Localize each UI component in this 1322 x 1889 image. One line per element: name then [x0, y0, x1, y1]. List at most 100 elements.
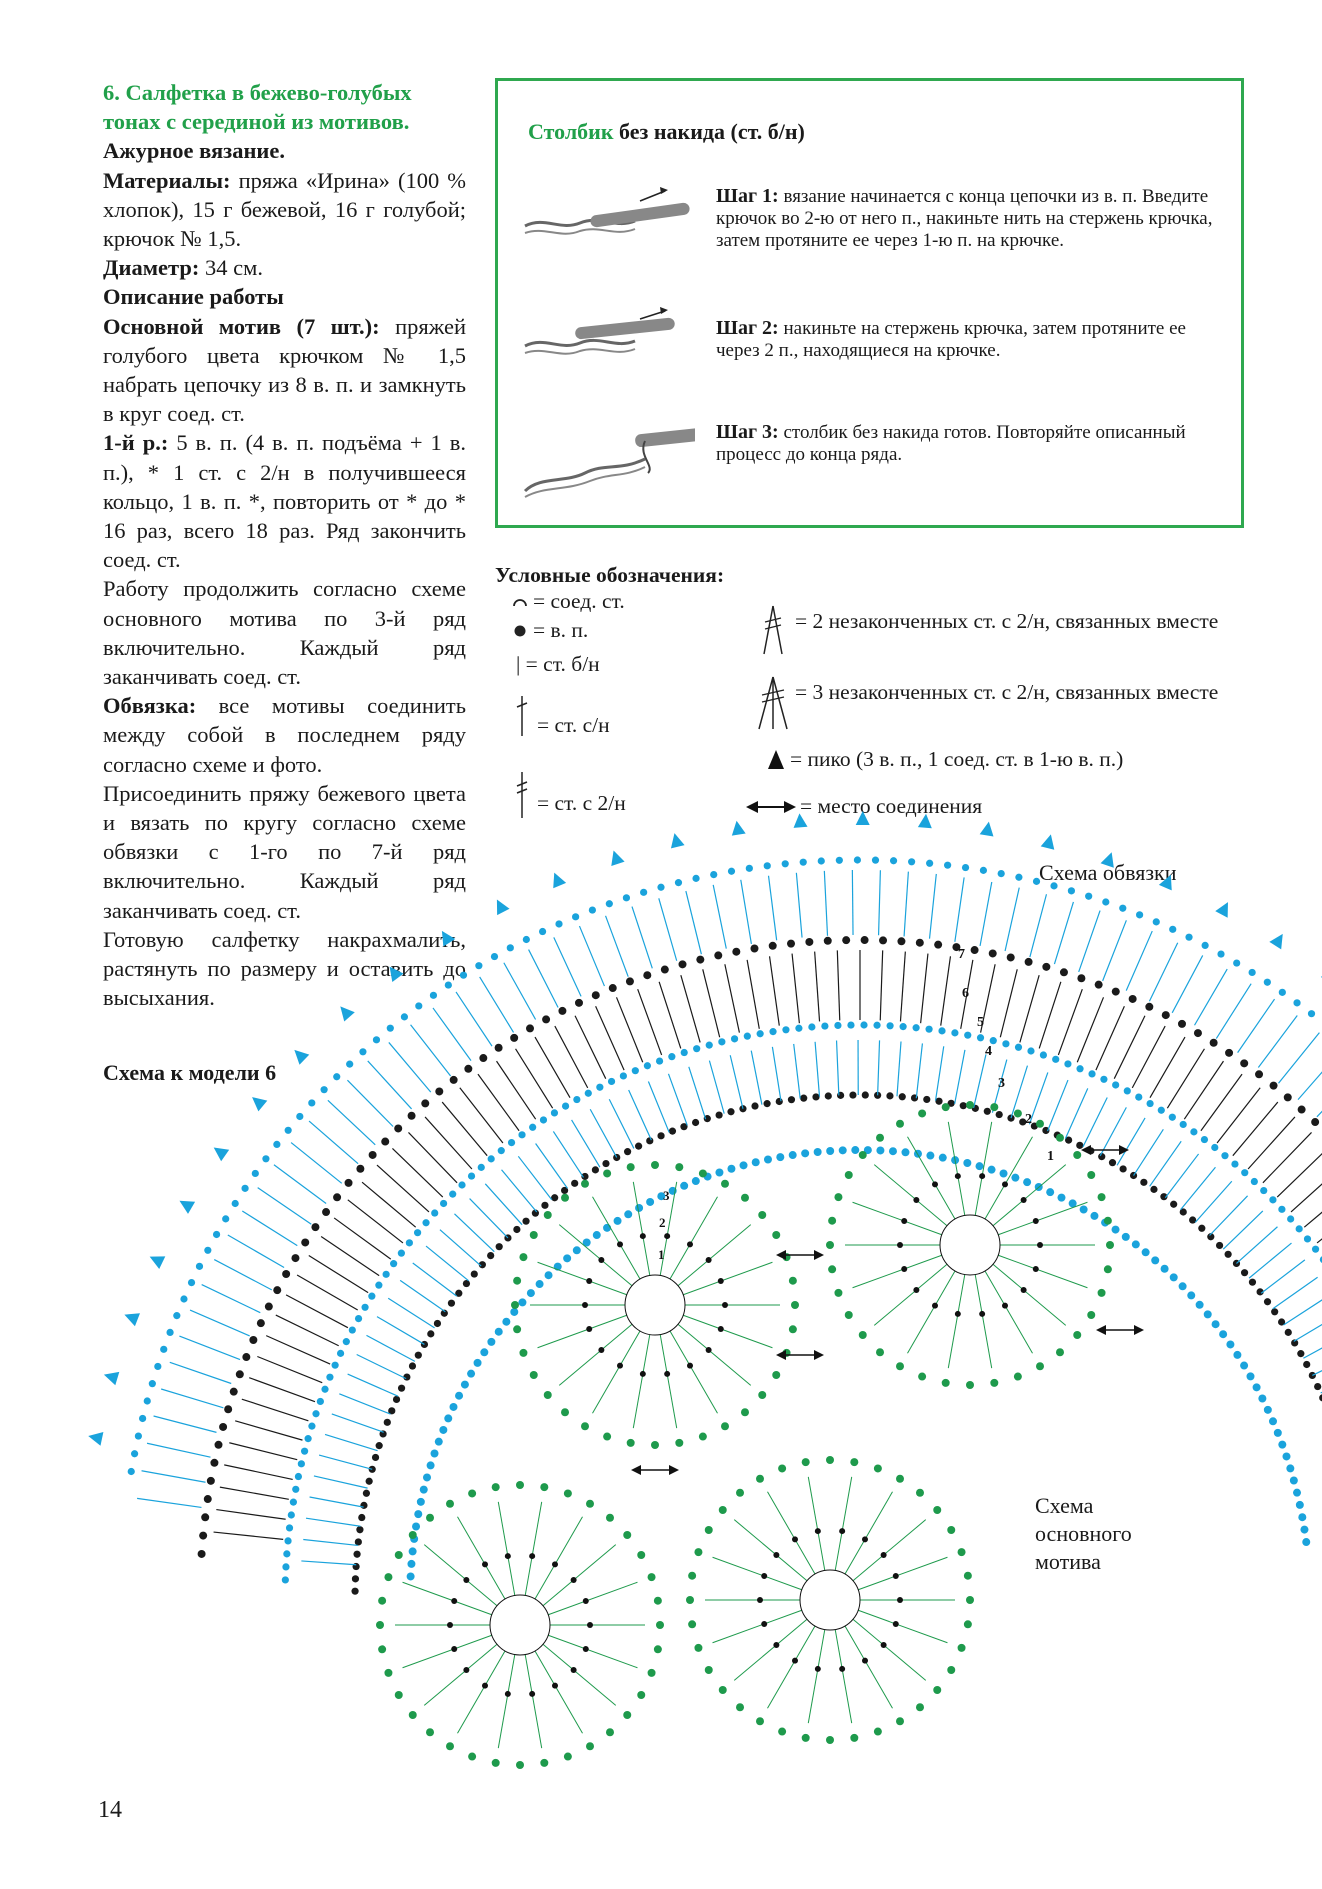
- ring6-spoke: [242, 1211, 297, 1246]
- motif-outer-dot: [826, 1241, 834, 1249]
- ring4-spoke: [377, 1165, 429, 1212]
- picot-mark: [294, 1050, 309, 1065]
- motif-outer-dot: [694, 1644, 702, 1652]
- motif-outer-dot: [513, 1277, 521, 1285]
- ring1-dot: [1132, 1240, 1140, 1248]
- motif-outer-dot: [845, 1171, 853, 1179]
- ring5-dot: [861, 936, 869, 944]
- ring3-dot: [834, 1022, 841, 1029]
- motif-outer-dot: [468, 1489, 476, 1497]
- motif-outer-dot: [826, 1736, 834, 1744]
- ring1-dot: [727, 1165, 735, 1173]
- ring1-dot: [1011, 1174, 1019, 1182]
- ring4-spoke: [235, 1421, 302, 1440]
- motif-outer-dot: [859, 1331, 867, 1339]
- ring5-dot: [1095, 981, 1103, 989]
- ring2-dot: [1150, 1186, 1157, 1193]
- ring1-dot: [444, 1414, 452, 1422]
- motif-outer-dot: [519, 1349, 527, 1357]
- ring1-dot: [901, 1148, 909, 1156]
- motif-spoke: [908, 1137, 956, 1219]
- ring2-dot: [353, 1551, 360, 1558]
- ring3-dot: [498, 1147, 505, 1154]
- ring1-dot: [839, 1146, 847, 1154]
- motif-outer-dot: [654, 1597, 662, 1605]
- motif-inner-dot: [598, 1347, 604, 1353]
- ring3-dot: [440, 1200, 447, 1207]
- ring2-dot: [366, 1478, 373, 1485]
- ring3-dot: [488, 1155, 495, 1162]
- ring2-dot: [960, 1102, 967, 1109]
- join-arrow-head: [814, 1250, 824, 1260]
- motif-spoke: [985, 1137, 1033, 1219]
- ring2-dot: [448, 1300, 455, 1307]
- ring3-dot: [860, 1021, 867, 1028]
- ring4-spoke: [638, 989, 662, 1055]
- ring6-spoke: [142, 1471, 206, 1483]
- motif-outer-dot: [942, 1103, 950, 1111]
- ring1-dot: [1057, 1194, 1065, 1202]
- ring4-spoke: [815, 952, 820, 1022]
- motif-spoke: [424, 1644, 497, 1705]
- ring3-spoke: [689, 1067, 706, 1119]
- motif-outer-dot: [736, 1703, 744, 1711]
- motif-outer-dot: [606, 1514, 614, 1522]
- ring5-dot: [495, 1044, 503, 1052]
- ring5-dot: [1194, 1029, 1202, 1037]
- ring1-dot: [814, 1148, 822, 1156]
- ring7-dot: [710, 871, 717, 878]
- ring2-dot: [812, 1093, 819, 1100]
- picot-mark: [794, 813, 808, 827]
- motif-outer-dot: [874, 1728, 882, 1736]
- ring4-spoke: [1114, 1016, 1145, 1079]
- ring1-dot: [417, 1498, 425, 1506]
- ring4-spoke: [1217, 1088, 1260, 1143]
- motif-spoke: [985, 1271, 1033, 1353]
- ring5-dot: [592, 991, 600, 999]
- picot-mark: [214, 1147, 229, 1161]
- join-arrow-head: [776, 1350, 786, 1360]
- motif-inner-dot: [901, 1218, 907, 1224]
- ring7-dot: [640, 889, 647, 896]
- ring3-dot: [644, 1062, 651, 1069]
- motif-inner-dot: [718, 1278, 724, 1284]
- ring3-spoke: [485, 1184, 522, 1225]
- motif-inner-dot: [1021, 1197, 1027, 1203]
- motif-outer-dot: [395, 1691, 403, 1699]
- ring1-dot: [939, 1154, 947, 1162]
- ring1-dot: [1246, 1372, 1254, 1380]
- ring1-dot: [889, 1147, 897, 1155]
- ring6-spoke: [796, 873, 802, 938]
- motif-inner-dot: [1002, 1303, 1008, 1309]
- motif-outer-dot: [874, 1464, 882, 1472]
- ring7-dot: [1249, 969, 1256, 976]
- motif-inner-dot: [617, 1241, 623, 1247]
- row-number: 7: [958, 947, 965, 962]
- ring5-dot: [421, 1099, 429, 1107]
- ring5-dot: [435, 1087, 443, 1095]
- motif-spoke: [975, 1275, 991, 1369]
- ring3-dot: [1296, 1225, 1303, 1232]
- motif-outer-dot: [933, 1506, 941, 1514]
- ring1-dot: [826, 1147, 834, 1155]
- motif-inner-dot: [1021, 1287, 1027, 1293]
- ring6-spoke: [433, 1008, 471, 1061]
- ring3-dot: [1158, 1107, 1165, 1114]
- ring2-dot: [1225, 1251, 1232, 1258]
- ring7-dot: [746, 865, 753, 872]
- motif-outer-dot: [1014, 1109, 1022, 1117]
- ring5-dot: [1007, 953, 1015, 961]
- ring2-dot: [1120, 1165, 1127, 1172]
- motif-spoke: [633, 1182, 649, 1276]
- motif-inner-dot: [792, 1536, 798, 1542]
- ring3-spoke: [916, 1043, 922, 1098]
- ring3-dot: [295, 1473, 302, 1480]
- motif-spoke: [543, 1545, 616, 1606]
- ring1-dot: [1080, 1206, 1088, 1214]
- ring6-spoke: [1079, 911, 1100, 972]
- ring3-spoke: [878, 1040, 880, 1095]
- ring2-dot: [1271, 1308, 1278, 1315]
- ring5-dot: [1162, 1011, 1170, 1019]
- ring7-dot: [296, 1113, 303, 1120]
- motif-outer-dot: [1036, 1362, 1044, 1370]
